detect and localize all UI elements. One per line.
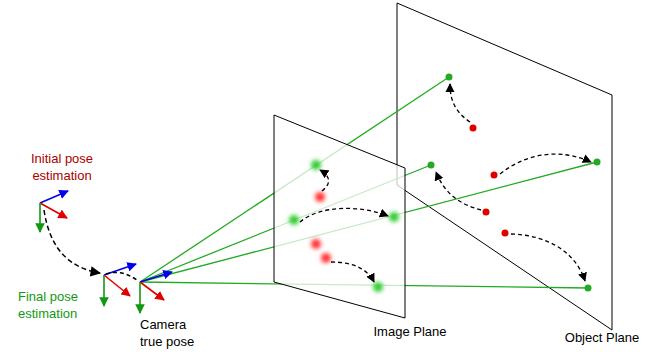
camera-true-frame bbox=[140, 272, 172, 313]
plane-label: Image Plane bbox=[360, 323, 460, 340]
object-points bbox=[428, 74, 601, 292]
image-plane bbox=[274, 115, 405, 318]
pose-path bbox=[106, 272, 137, 280]
pose-label: Initial pose estimation bbox=[14, 150, 110, 184]
motion-arrows bbox=[300, 84, 591, 282]
pose-label: Camera true pose bbox=[140, 316, 210, 350]
pose-path bbox=[44, 210, 100, 273]
final-pose-frame bbox=[104, 264, 136, 306]
pose-label: Final pose estimation bbox=[18, 288, 102, 322]
image-points bbox=[289, 160, 399, 292]
plane-label: Object Plane bbox=[548, 329, 656, 346]
